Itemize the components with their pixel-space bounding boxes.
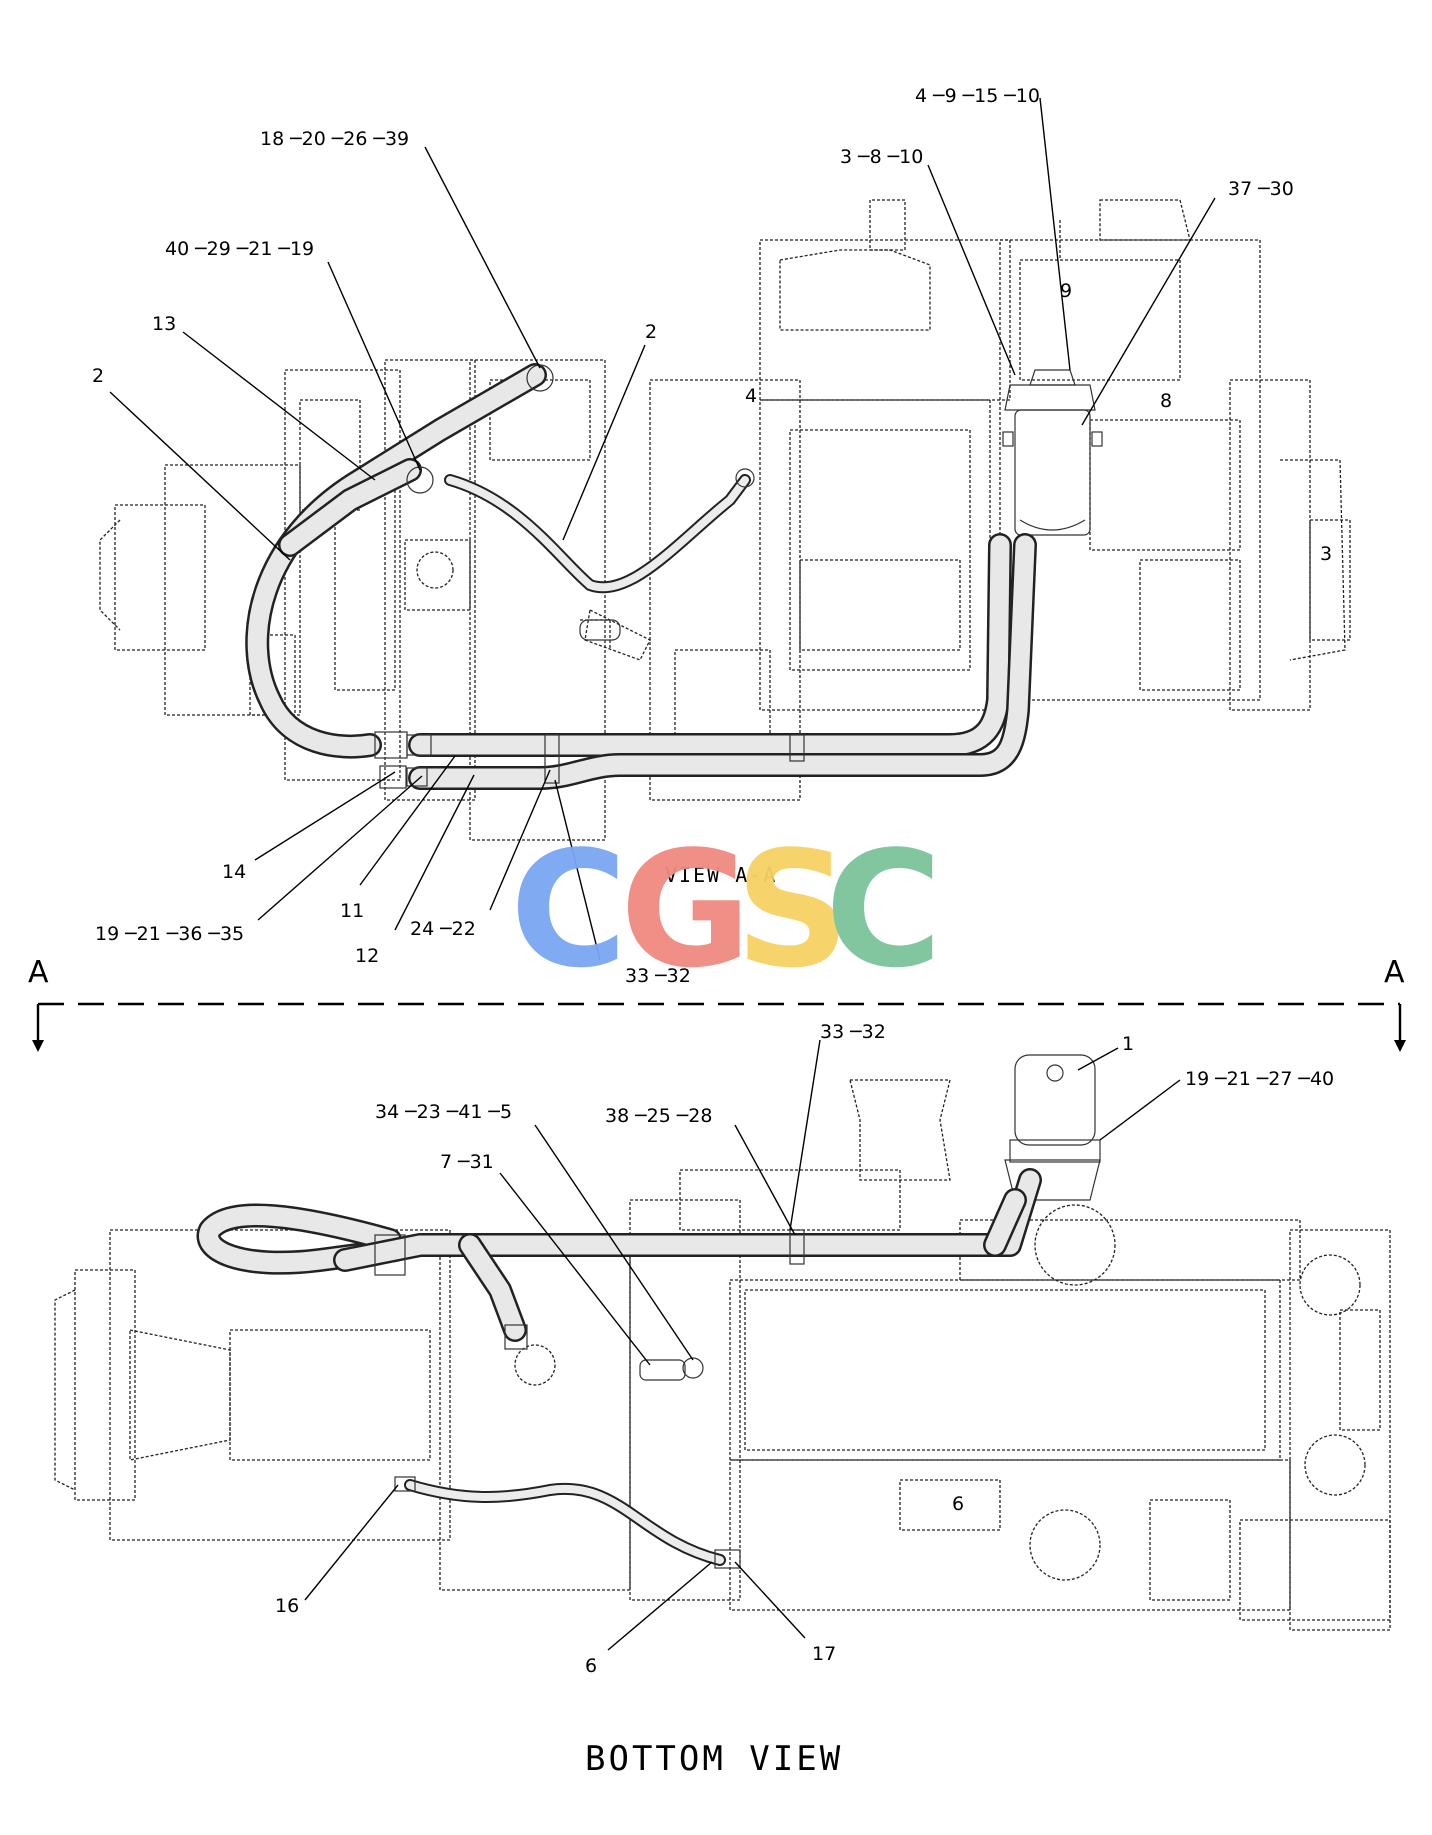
watermark-letter-c1: C xyxy=(510,816,627,1003)
bottom-hoses xyxy=(196,1168,1042,1566)
callout-top-18-20-26-39: 18 ─20 ─26 ─39 xyxy=(260,128,409,150)
callout-bottom-6-right: 6 xyxy=(952,1493,964,1515)
top-callouts: 4 ─9 ─15 ─10 18 ─20 ─26 ─39 3 ─8 ─10 37 … xyxy=(92,85,1332,987)
callout-top-8: 8 xyxy=(1160,390,1172,412)
callout-top-33-32: 33 ─32 xyxy=(625,965,691,987)
callout-top-11: 11 xyxy=(340,900,364,922)
watermark-letter-s: S xyxy=(735,816,850,1003)
top-view: 4 ─9 ─15 ─10 18 ─20 ─26 ─39 3 ─8 ─10 37 … xyxy=(92,85,1351,987)
watermark-letter-g: G xyxy=(620,816,751,1003)
callout-top-4-9-15-10: 4 ─9 ─15 ─10 xyxy=(915,85,1040,107)
bottom-view-title: BOTTOM VIEW xyxy=(585,1739,843,1779)
callout-bottom-19-21-27-40: 19 ─21 ─27 ─40 xyxy=(1185,1068,1334,1090)
top-hoses xyxy=(245,363,1037,790)
callout-top-37-30: 37 ─30 xyxy=(1228,178,1294,200)
bottom-engine-outline xyxy=(54,1079,1391,1631)
callout-bottom-16: 16 xyxy=(275,1595,299,1617)
callout-top-19-21-36-35: 19 ─21 ─36 ─35 xyxy=(95,923,244,945)
section-line-aa: A A xyxy=(28,955,1406,1052)
callout-top-3: 3 xyxy=(1320,543,1332,565)
callout-bottom-17: 17 xyxy=(812,1643,836,1665)
callout-top-2-mid: 2 xyxy=(645,321,657,343)
callout-top-9: 9 xyxy=(1060,280,1072,302)
bottom-callouts: 33 ─32 1 19 ─21 ─27 ─40 34 ─23 ─41 ─5 38… xyxy=(275,1021,1334,1677)
bottom-view: 33 ─32 1 19 ─21 ─27 ─40 34 ─23 ─41 ─5 38… xyxy=(54,1021,1391,1779)
watermark-letter-c2: C xyxy=(825,816,942,1003)
callout-top-4: 4 xyxy=(745,385,757,407)
callout-top-14: 14 xyxy=(222,861,246,883)
callout-top-24-22: 24 ─22 xyxy=(410,918,476,940)
cgsc-watermark-logo: C G S C xyxy=(510,816,942,1003)
view-aa-title: VIEW A-A xyxy=(665,863,777,887)
bottom-fittings xyxy=(374,1229,805,1569)
callout-top-2-left: 2 xyxy=(92,365,104,387)
callout-top-13: 13 xyxy=(152,313,176,335)
top-fittings xyxy=(374,364,805,789)
callout-bottom-7-31: 7 ─31 xyxy=(440,1151,494,1173)
callout-bottom-33-32: 33 ─32 xyxy=(820,1021,886,1043)
callout-top-3-8-10: 3 ─8 ─10 xyxy=(840,146,923,168)
bottom-fuel-filter xyxy=(1004,1054,1101,1201)
callout-bottom-1: 1 xyxy=(1122,1033,1134,1055)
callout-bottom-34-23-41-5: 34 ─23 ─41 ─5 xyxy=(375,1101,512,1123)
callout-top-12: 12 xyxy=(355,945,379,967)
top-engine-outline xyxy=(649,199,1351,801)
callout-bottom-38-25-28: 38 ─25 ─28 xyxy=(605,1105,713,1127)
section-letter-right: A xyxy=(1384,955,1405,990)
section-letter-left: A xyxy=(28,955,49,990)
bottom-leader-lines xyxy=(304,1039,1181,1651)
callout-top-40-29-21-19: 40 ─29 ─21 ─19 xyxy=(165,238,314,260)
top-fuel-filter xyxy=(1002,369,1103,536)
callout-bottom-6-left: 6 xyxy=(585,1655,597,1677)
top-leader-lines xyxy=(109,97,1216,961)
